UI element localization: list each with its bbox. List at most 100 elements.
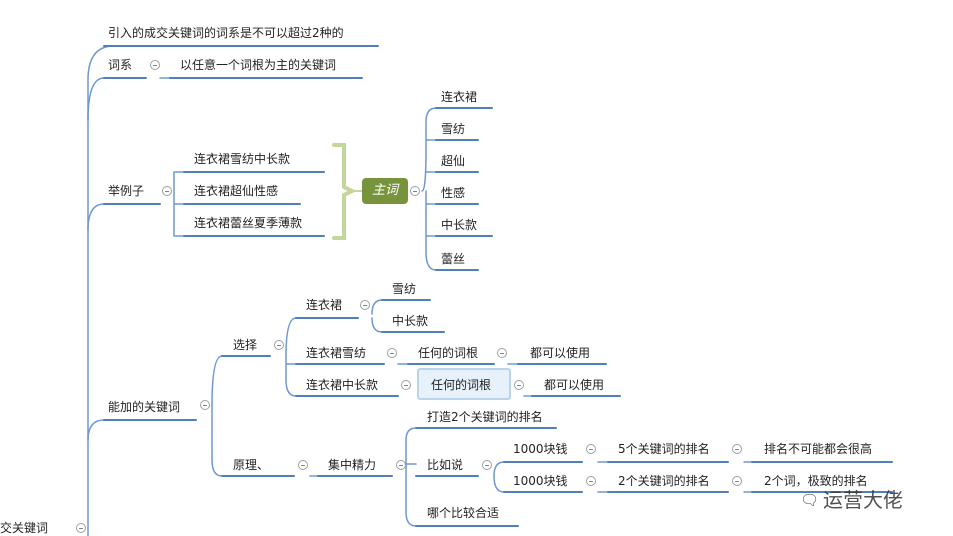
topic-principle[interactable]: 原理、 (233, 457, 269, 473)
root-topic[interactable]: 成交关键词 (0, 520, 48, 536)
collapse-icon[interactable] (396, 460, 406, 470)
chat-bubble-icon: 🗨 (800, 491, 820, 509)
main-word-item[interactable]: 蕾丝 (441, 251, 465, 267)
link-focus-children (405, 427, 417, 527)
main-word-item-label: 连衣裙 (441, 90, 478, 104)
selected-topic-highlight[interactable] (417, 368, 511, 400)
example-item[interactable]: 连衣裙雪纺中长款 (194, 151, 290, 167)
select-dress-label: 连衣裙 (306, 298, 343, 312)
main-word-label: 主词 (371, 183, 398, 198)
main-word-item-label: 中长款 (441, 218, 478, 232)
example-row-rank-label: 2个关键词的排名 (618, 474, 710, 488)
main-word-item-label: 雪纺 (441, 122, 466, 136)
main-word-item-label: 性感 (441, 186, 466, 200)
focus-for-example[interactable]: 比如说 (427, 457, 463, 473)
collapse-icon[interactable] (410, 186, 420, 196)
link-example-items (173, 171, 185, 237)
collapse-icon[interactable] (76, 523, 86, 533)
collapse-icon[interactable] (298, 460, 308, 470)
collapse-icon[interactable] (387, 348, 397, 358)
dress-child[interactable]: 雪纺 (392, 281, 416, 297)
root-topic-label: 成交关键词 (0, 521, 49, 535)
trunk-to-cixi (87, 77, 105, 121)
midi-use[interactable]: 都可以使用 (544, 377, 604, 393)
chiffon-use-label: 都可以使用 (530, 346, 591, 360)
example-item-label: 连衣裙超仙性感 (194, 184, 279, 198)
link-keywords-children (211, 355, 223, 477)
collapse-icon[interactable] (586, 476, 596, 486)
topic-cixi-child[interactable]: 以任意一个词根为主的关键词 (180, 57, 336, 73)
example-row-result-label: 排名不可能都会很高 (764, 442, 873, 456)
topic-rule[interactable]: 引入的成交关键词的词系是不可以超过2种的 (108, 25, 344, 41)
principle-focus-label: 集中精力 (328, 458, 377, 472)
trunk-to-example (87, 203, 105, 231)
example-item[interactable]: 连衣裙超仙性感 (194, 183, 278, 199)
collapse-icon[interactable] (732, 476, 742, 486)
trunk-line (87, 45, 115, 536)
main-word-item[interactable]: 超仙 (441, 153, 465, 169)
select-midi[interactable]: 连衣裙中长款 (306, 377, 378, 393)
example-row-money-label: 1000块钱 (513, 442, 568, 456)
collapse-icon[interactable] (401, 380, 411, 390)
select-midi-label: 连衣裙中长款 (306, 378, 379, 392)
topic-keywords[interactable]: 能加的关键词 (108, 399, 180, 415)
example-row-result[interactable]: 2个词，极致的排名 (764, 473, 868, 489)
main-word-item[interactable]: 连衣裙 (441, 89, 477, 105)
example-row-result-label: 2个词，极致的排名 (764, 474, 868, 488)
collapse-icon[interactable] (162, 186, 172, 196)
focus-best-label: 哪个比较合适 (427, 506, 500, 520)
topic-cixi-child-label: 以任意一个词根为主的关键词 (180, 58, 337, 72)
main-word-item[interactable]: 性感 (441, 185, 465, 201)
select-chiffon[interactable]: 连衣裙雪纺 (306, 345, 366, 361)
principle-focus[interactable]: 集中精力 (328, 457, 376, 473)
example-row-money-label: 1000块钱 (513, 474, 568, 488)
collapse-icon[interactable] (200, 400, 210, 410)
main-word-item-label: 蕾丝 (441, 252, 466, 266)
link-example-rows (493, 461, 505, 493)
focus-for-example-label: 比如说 (427, 458, 464, 472)
select-chiffon-label: 连衣裙雪纺 (306, 346, 367, 360)
link-dress-children (371, 299, 383, 333)
example-row-rank[interactable]: 5个关键词的排名 (618, 441, 710, 457)
topic-select-label: 选择 (233, 338, 258, 352)
chiffon-root[interactable]: 任何的词根 (418, 345, 478, 361)
collapse-icon[interactable] (482, 460, 492, 470)
example-row-rank[interactable]: 2个关键词的排名 (618, 473, 710, 489)
collapse-icon[interactable] (360, 300, 370, 310)
topic-example-label: 举例子 (108, 184, 145, 198)
dress-child[interactable]: 中长款 (392, 313, 428, 329)
collapse-icon[interactable] (150, 60, 160, 70)
summary-brace (332, 143, 357, 240)
trunk-to-keywords (87, 419, 105, 441)
example-row-money[interactable]: 1000块钱 (513, 441, 568, 457)
collapse-icon[interactable] (732, 444, 742, 454)
collapse-icon[interactable] (514, 380, 524, 390)
example-row-result[interactable]: 排名不可能都会很高 (764, 441, 872, 457)
main-word-item[interactable]: 雪纺 (441, 121, 465, 137)
midi-root-label: 任何的词根 (431, 378, 492, 392)
main-word-topic[interactable]: 主词 (362, 178, 408, 204)
topic-select[interactable]: 选择 (233, 337, 257, 353)
topic-principle-label: 原理、 (233, 458, 270, 472)
dress-child-label: 中长款 (392, 314, 429, 328)
chiffon-use[interactable]: 都可以使用 (530, 345, 590, 361)
collapse-icon[interactable] (274, 340, 284, 350)
example-item-label: 连衣裙蕾丝夏季薄款 (194, 216, 303, 230)
collapse-icon[interactable] (586, 444, 596, 454)
topic-example[interactable]: 举例子 (108, 183, 144, 199)
select-dress[interactable]: 连衣裙 (306, 297, 342, 313)
focus-rank-label: 打造2个关键词的排名 (427, 410, 543, 424)
collapse-icon[interactable] (497, 348, 507, 358)
topic-cixi[interactable]: 词系 (108, 57, 132, 73)
main-word-item[interactable]: 中长款 (441, 217, 477, 233)
example-row-rank-label: 5个关键词的排名 (618, 442, 710, 456)
watermark: 🗨运营大佬 (800, 484, 903, 513)
example-item[interactable]: 连衣裙蕾丝夏季薄款 (194, 215, 302, 231)
example-item-label: 连衣裙雪纺中长款 (194, 152, 291, 166)
midi-root[interactable]: 任何的词根 (431, 377, 491, 393)
example-row-money[interactable]: 1000块钱 (513, 473, 568, 489)
focus-best[interactable]: 哪个比较合适 (427, 505, 499, 521)
topic-rule-label: 引入的成交关键词的词系是不可以超过2种的 (108, 26, 344, 40)
focus-rank[interactable]: 打造2个关键词的排名 (427, 409, 543, 425)
